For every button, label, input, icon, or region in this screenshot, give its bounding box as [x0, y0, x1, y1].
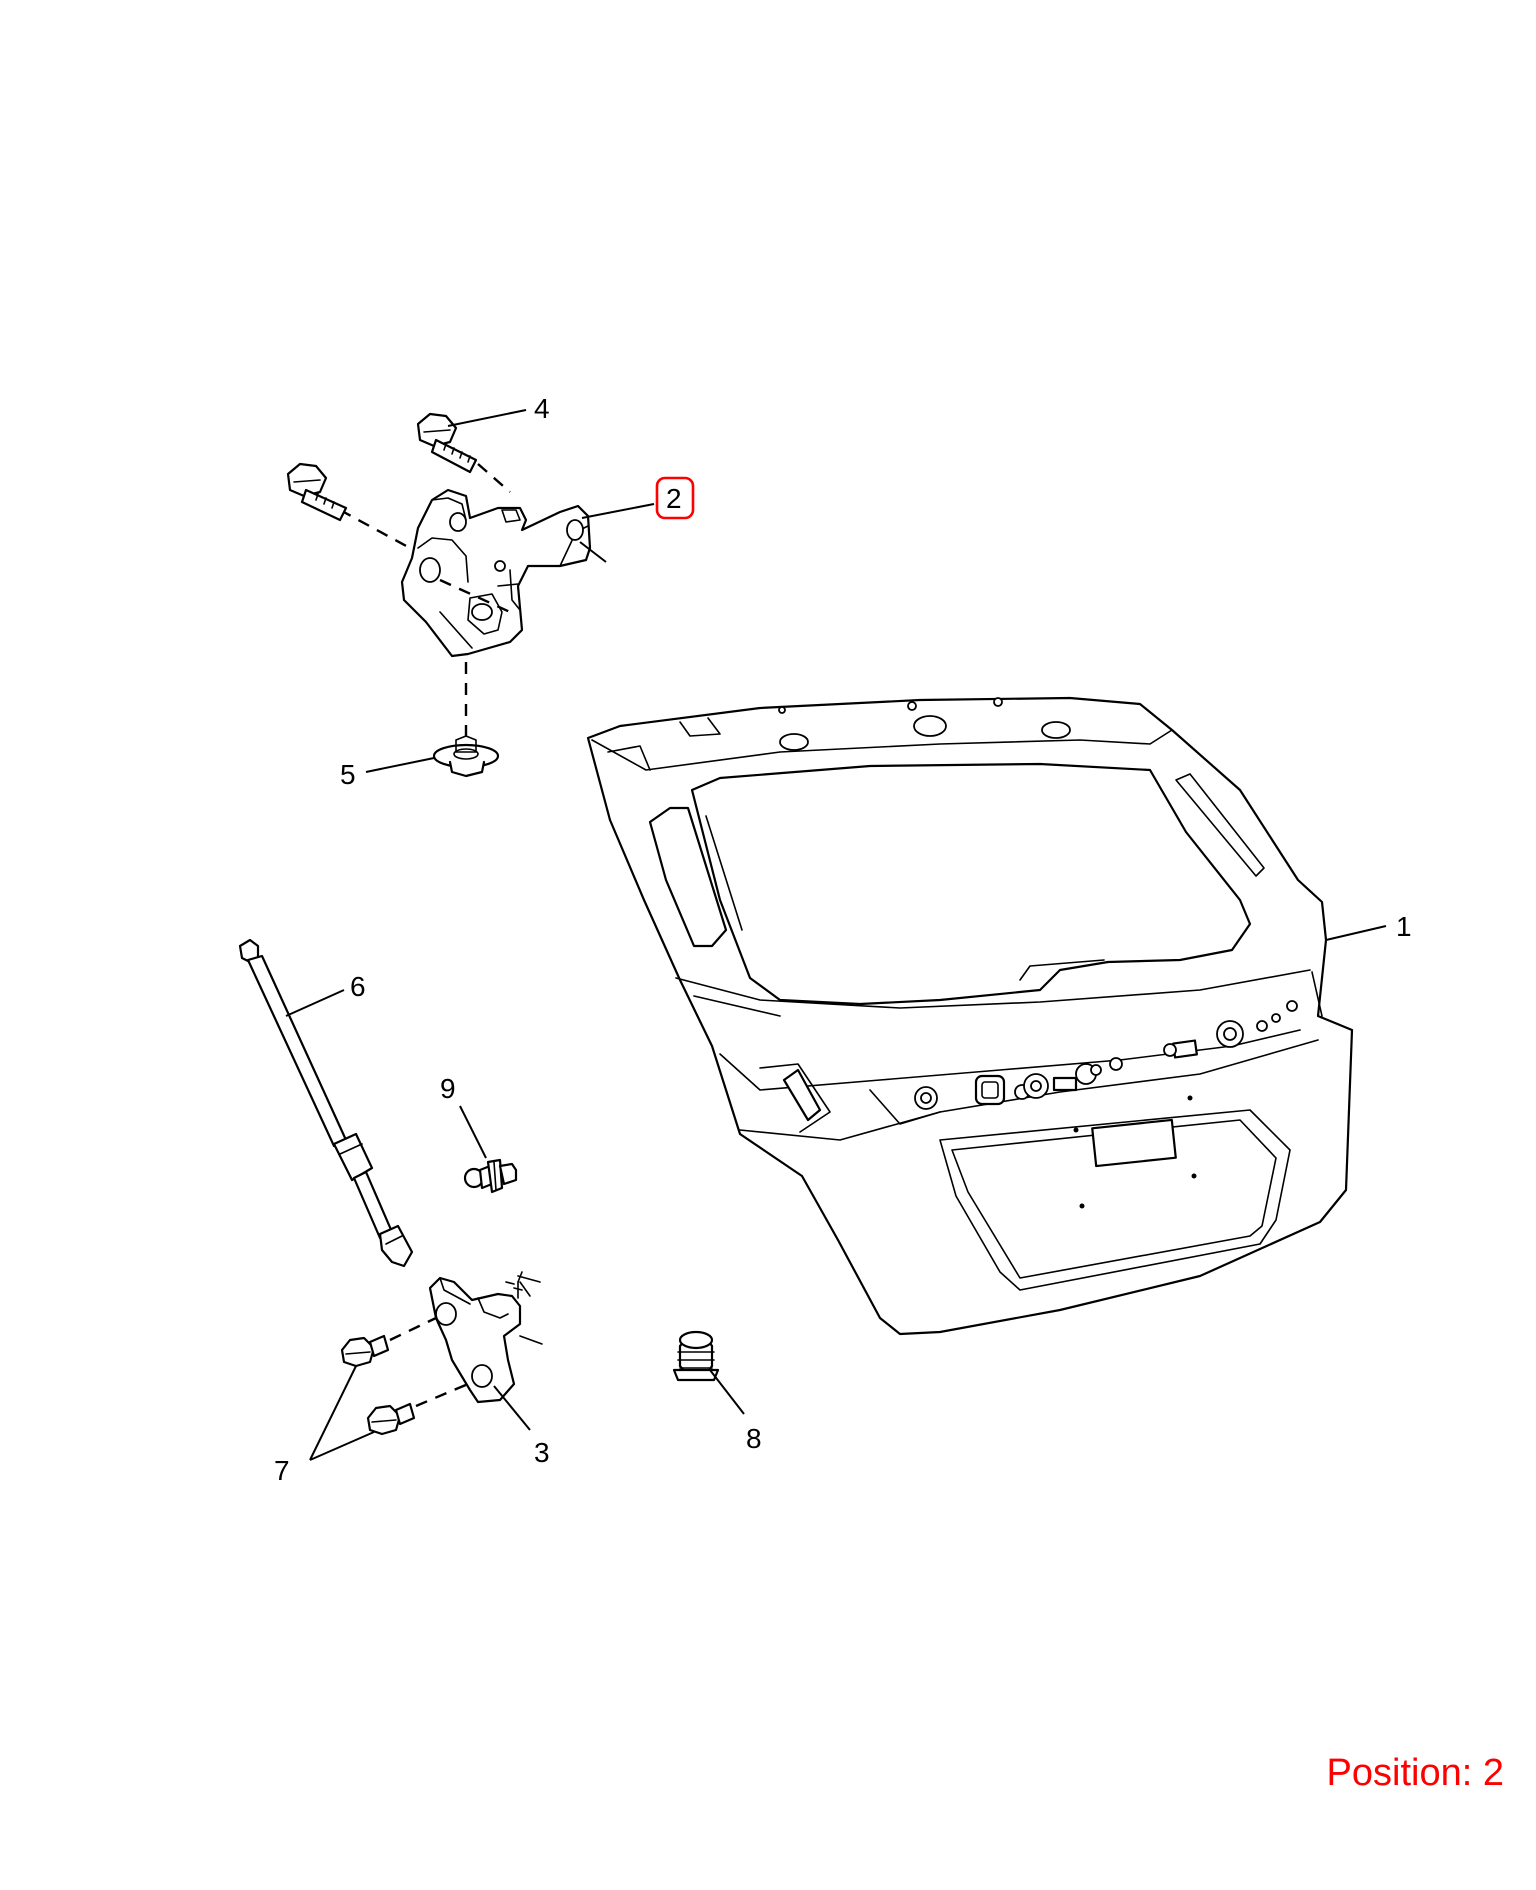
- striker-ref-line-b: [519, 1335, 543, 1345]
- hinge-bolt-axis-a: [339, 508, 411, 550]
- callout-5-label[interactable]: 5: [340, 759, 356, 790]
- hinge-bolt-axis-c: [439, 578, 511, 614]
- hinge-assembly[interactable]: [400, 488, 592, 658]
- bracket-bolt-upper[interactable]: [340, 1316, 437, 1368]
- hinge-bolt-axis-b: [477, 463, 511, 493]
- callout-6-leader: [285, 989, 345, 1017]
- rubber-plug[interactable]: [672, 1330, 720, 1382]
- callout-7-leader-a: [309, 1365, 357, 1461]
- hinge-nut[interactable]: [432, 735, 500, 778]
- ball-stud[interactable]: [463, 1158, 518, 1194]
- gas-strut[interactable]: [238, 938, 414, 1268]
- callout-2-label[interactable]: 2: [666, 483, 682, 514]
- callout-8-label[interactable]: 8: [746, 1423, 762, 1454]
- callout-2-leader: [581, 503, 655, 519]
- callout-9-label[interactable]: 9: [440, 1073, 456, 1104]
- callout-4-leader: [447, 409, 527, 427]
- hinge-pin-line: [579, 541, 607, 563]
- callout-3-leader: [493, 1385, 531, 1431]
- callout-5-leader: [365, 757, 435, 773]
- callout-7-leader-b: [309, 1431, 375, 1461]
- bracket-bolt-lower[interactable]: [366, 1382, 469, 1436]
- callout-3-label[interactable]: 3: [534, 1437, 550, 1468]
- callout-6-label[interactable]: 6: [350, 971, 366, 1002]
- striker-bracket[interactable]: [428, 1271, 531, 1404]
- callout-7-label[interactable]: 7: [274, 1455, 290, 1486]
- callout-4-label[interactable]: 4: [534, 393, 550, 424]
- position-indicator: Position: 2: [1326, 1752, 1504, 1794]
- callout-8-leader: [709, 1369, 745, 1415]
- callout-2-highlight-box: [655, 476, 695, 520]
- liftgate-panel[interactable]: [586, 696, 1354, 1336]
- striker-ref-line-a: [517, 1275, 541, 1283]
- callout-9-leader: [459, 1105, 487, 1159]
- callout-1-leader: [1325, 925, 1387, 941]
- hinge-bolt-upper[interactable]: [416, 412, 478, 474]
- callout-1-label[interactable]: 1: [1396, 911, 1412, 942]
- hinge-bolt-lower[interactable]: [286, 462, 348, 522]
